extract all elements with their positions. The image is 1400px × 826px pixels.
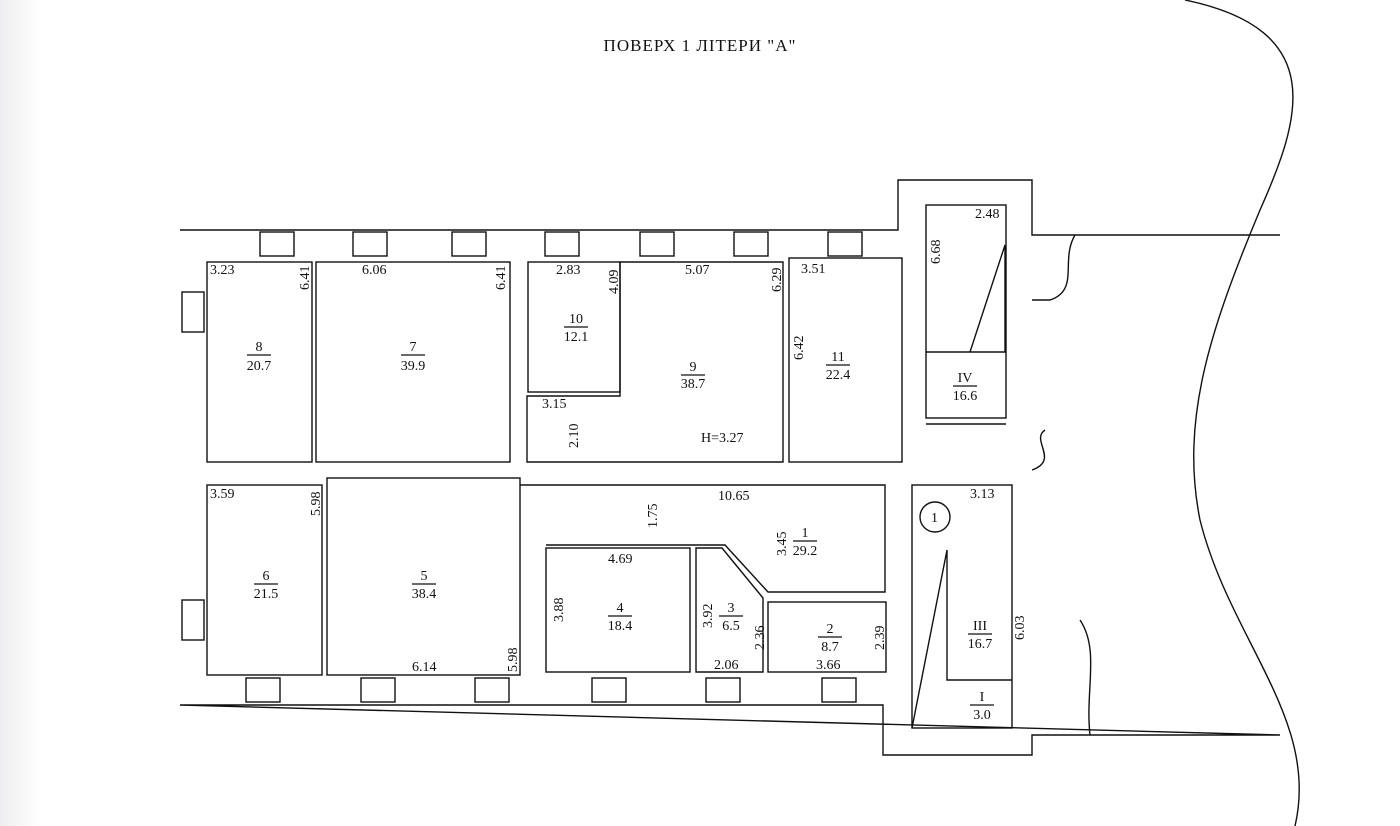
room-4-number: 4 xyxy=(617,601,624,616)
boundary-curve xyxy=(1184,0,1300,826)
room-9-number: 9 xyxy=(690,360,697,375)
dim-r9-width: 5.07 xyxy=(685,263,710,278)
room-5 xyxy=(326,477,521,676)
room-4-area: 18.4 xyxy=(608,619,633,634)
dim-r9-height: 6.29 xyxy=(770,268,785,293)
room-iii-area: 16.7 xyxy=(968,637,993,652)
room-iii-number: III xyxy=(973,619,987,634)
dim-r1-height: 1.75 xyxy=(646,504,661,529)
windows xyxy=(181,231,863,703)
ceiling-height: H=3.27 xyxy=(701,431,744,446)
dim-r3-diag: 2.36 xyxy=(753,626,768,651)
dim-r2-width: 3.66 xyxy=(816,658,841,673)
dim-r5-height: 5.98 xyxy=(506,648,521,673)
dim-r8-width: 3.23 xyxy=(210,263,235,278)
stair-block xyxy=(911,484,1013,729)
room-8 xyxy=(206,261,313,463)
room-1-area: 29.2 xyxy=(793,544,818,559)
dim-r10-width: 2.83 xyxy=(556,263,581,278)
room-i-area: 3.0 xyxy=(973,708,991,723)
dim-r4-width: 4.69 xyxy=(608,552,633,567)
dim-r4-height: 3.88 xyxy=(552,598,567,623)
room-10-number: 10 xyxy=(569,312,583,327)
dim-r7-width: 6.06 xyxy=(362,263,387,278)
dim-r6-width: 3.59 xyxy=(210,487,235,502)
dim-r3-width: 2.06 xyxy=(714,658,739,673)
dim-stair-height: 6.03 xyxy=(1013,616,1028,641)
outer-wall xyxy=(179,179,1281,756)
stair-marker xyxy=(919,501,951,533)
dim-r8-height: 6.41 xyxy=(298,266,313,291)
room-3 xyxy=(695,547,764,673)
room-9 xyxy=(526,261,784,463)
stair-flight-lower xyxy=(911,549,1012,729)
page-title: ПОВЕРХ 1 ЛІТЕРИ "А" xyxy=(603,36,797,55)
room-iv-number: IV xyxy=(958,371,973,386)
dim-r2-height: 2.39 xyxy=(873,626,888,651)
stair-iv xyxy=(925,204,1007,419)
dim-stair-width: 3.13 xyxy=(970,487,995,502)
room-iv-area: 16.6 xyxy=(953,389,978,404)
dim-r11-height: 6.42 xyxy=(792,336,807,361)
room-7 xyxy=(315,261,511,463)
stair-marker-label: 1 xyxy=(931,511,938,526)
boundary-curve-inner xyxy=(1031,234,1092,736)
room-11-area: 22.4 xyxy=(826,368,851,383)
room-6-area: 21.5 xyxy=(254,587,279,602)
dim-r1-width: 10.65 xyxy=(718,489,750,504)
dim-r11-width: 3.51 xyxy=(801,262,826,277)
room-7-number: 7 xyxy=(410,340,417,355)
room-11 xyxy=(788,257,903,463)
dim-r3-height: 3.92 xyxy=(701,604,716,629)
dim-r9-width2: 3.15 xyxy=(542,397,567,412)
room-2 xyxy=(767,601,887,673)
dim-r5-width: 6.14 xyxy=(412,660,437,675)
room-3-area: 6.5 xyxy=(722,619,740,634)
dim-r6-height: 5.98 xyxy=(309,492,324,517)
dim-stair-top-height: 6.68 xyxy=(929,240,944,265)
fraction-bars xyxy=(247,326,994,706)
room-1-number: 1 xyxy=(802,526,809,541)
room-5-number: 5 xyxy=(421,569,428,584)
stair-flight xyxy=(969,244,1006,353)
dim-stair-top-width: 2.48 xyxy=(975,207,1000,222)
dim-r7-height: 6.41 xyxy=(494,266,509,291)
room-i-number: I xyxy=(980,690,985,705)
room-3-number: 3 xyxy=(728,601,735,616)
room-1 xyxy=(520,484,886,593)
room-10-area: 12.1 xyxy=(564,330,589,345)
room-8-number: 8 xyxy=(256,340,263,355)
room-6 xyxy=(206,484,323,676)
room-11-number: 11 xyxy=(831,350,844,365)
dim-r10-height: 4.09 xyxy=(607,270,622,295)
room-2-area: 8.7 xyxy=(821,640,839,655)
room-7-area: 39.9 xyxy=(401,359,426,374)
room-6-number: 6 xyxy=(263,569,270,584)
room-9-area: 38.7 xyxy=(681,377,706,392)
room-8-area: 20.7 xyxy=(247,359,272,374)
dim-r9-height2: 2.10 xyxy=(567,424,582,449)
scan-edge xyxy=(0,0,40,826)
dim-r1-height2: 3.45 xyxy=(775,532,790,557)
room-4 xyxy=(545,547,691,673)
room-5-area: 38.4 xyxy=(412,587,437,602)
room-2-number: 2 xyxy=(827,622,834,637)
